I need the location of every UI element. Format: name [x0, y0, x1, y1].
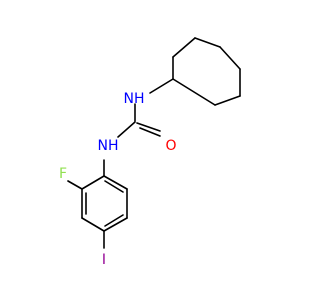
- urea-linker: [103, 78, 174, 177]
- bond: [214, 95, 241, 106]
- bond-to-fluorine: [67, 180, 83, 190]
- bond: [172, 37, 196, 58]
- bond: [81, 175, 105, 190]
- bond: [81, 217, 105, 232]
- bond: [172, 78, 216, 106]
- bond: [104, 180, 124, 193]
- bond: [194, 37, 221, 48]
- atom-label-iodine: I: [102, 252, 106, 268]
- bond: [219, 46, 241, 70]
- molecule-structure: NH NH O F I: [59, 37, 241, 268]
- bond: [139, 127, 161, 137]
- atom-label-fluorine: F: [59, 166, 67, 182]
- fluoroiodophenyl-ring: [81, 175, 128, 232]
- atom-label-oxygen: O: [165, 138, 176, 154]
- bond: [117, 121, 136, 138]
- bond: [149, 78, 174, 94]
- atom-label-nh-top: NH: [124, 91, 145, 107]
- bond: [136, 122, 161, 132]
- bond: [103, 217, 128, 232]
- cyclohexyl-ring: [172, 37, 241, 106]
- bond: [103, 175, 128, 190]
- atom-label-nh-bottom: NH: [98, 138, 119, 154]
- bond: [104, 214, 124, 227]
